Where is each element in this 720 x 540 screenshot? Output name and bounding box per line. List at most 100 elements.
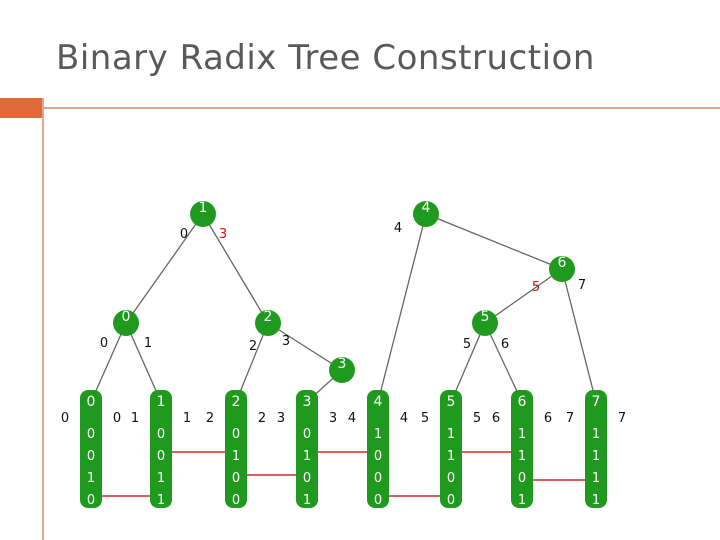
leaf-label: 0: [87, 394, 96, 410]
leaf-label: 2: [232, 394, 241, 410]
leaf-bit: 1: [87, 471, 95, 486]
leaf-bit: 1: [157, 493, 165, 508]
leaf-bit: 1: [232, 449, 240, 464]
leaf-bit: 0: [447, 471, 455, 486]
leaf-bit: 1: [592, 471, 600, 486]
leaf-bit: 1: [303, 493, 311, 508]
leaf-range-left: 1: [131, 411, 139, 426]
leaf-bit: 0: [374, 449, 382, 464]
leaf-node: [80, 390, 102, 508]
internal-node: [413, 201, 439, 227]
leaf-label: 4: [374, 394, 383, 410]
tree-edge: [561, 268, 597, 403]
tree-edge: [267, 322, 343, 371]
leaf-bit: 1: [592, 449, 600, 464]
node-range-left: 5: [463, 337, 471, 352]
leaf-bit: 0: [157, 427, 165, 442]
leaf-range-right: 5: [473, 411, 481, 426]
leaf-range-right: 3: [329, 411, 337, 426]
internal-node: [113, 310, 139, 336]
tree-edge: [235, 322, 269, 403]
internal-node-label: 3: [338, 356, 347, 372]
internal-node-label: 2: [264, 309, 273, 325]
leaf-bit: 1: [518, 449, 526, 464]
leaf-node: [440, 390, 462, 508]
leaf-node: [511, 390, 533, 508]
leaf-bit: 0: [232, 493, 240, 508]
internal-node-label: 4: [422, 200, 431, 216]
leaf-range-right: 6: [544, 411, 552, 426]
leaf-bit: 0: [303, 471, 311, 486]
internal-node: [329, 357, 355, 383]
left-rule: [42, 98, 44, 540]
leaf-bit: 0: [87, 427, 95, 442]
leaf-label: 1: [157, 394, 166, 410]
leaf-range-left: 7: [566, 411, 574, 426]
node-range-left: 0: [180, 227, 188, 242]
node-range-left: 2: [249, 339, 257, 354]
internal-node-label: 0: [122, 309, 131, 325]
internal-node: [549, 256, 575, 282]
leaf-node: [367, 390, 389, 508]
leaf-label: 5: [447, 394, 456, 410]
leaf-range-left: 4: [348, 411, 356, 426]
internal-node: [255, 310, 281, 336]
node-range-left: 0: [100, 336, 108, 351]
leaf-bit: 1: [518, 427, 526, 442]
leaf-bit: 0: [232, 427, 240, 442]
leaf-range-left: 6: [492, 411, 500, 426]
leaf-node: [150, 390, 172, 508]
tree-edge: [377, 213, 427, 403]
leaf-range-right: 0: [113, 411, 121, 426]
leaf-range-right: 7: [618, 411, 626, 426]
leaf-bit: 0: [374, 471, 382, 486]
node-range-right: 1: [144, 336, 152, 351]
tree-edge: [125, 322, 162, 403]
leaf-bit: 0: [87, 449, 95, 464]
leaf-bit: 1: [518, 493, 526, 508]
internal-node-label: 1: [199, 200, 208, 216]
leaf-bit: 1: [592, 493, 600, 508]
title-underline: [42, 107, 720, 109]
tree-edge: [90, 322, 127, 403]
leaf-range-right: 4: [400, 411, 408, 426]
tree-edge: [202, 213, 269, 324]
leaf-bit: 0: [303, 427, 311, 442]
accent-bar: [0, 98, 42, 118]
internal-node-label: 5: [481, 309, 490, 325]
leaf-bit: 0: [374, 493, 382, 508]
tree-edge: [484, 268, 563, 324]
node-range-right: 7: [578, 278, 586, 293]
leaf-bit: 1: [447, 427, 455, 442]
leaf-range-right: 1: [183, 411, 191, 426]
tree-edges: [90, 213, 597, 403]
leaf-bit: 1: [303, 449, 311, 464]
tree-edge: [484, 322, 523, 403]
internal-node: [472, 310, 498, 336]
leaf-bit: 1: [157, 471, 165, 486]
leaf-split-links: [102, 451, 585, 497]
leaf-bit: 1: [592, 427, 600, 442]
leaf-bit: 1: [447, 449, 455, 464]
leaf-label: 3: [303, 394, 312, 410]
leaf-bit: 0: [157, 449, 165, 464]
leaf-range-right: 2: [258, 411, 266, 426]
internal-node: [190, 201, 216, 227]
tree-edge: [125, 213, 204, 324]
leaf-label: 6: [518, 394, 527, 410]
node-range-right: 3: [219, 227, 227, 242]
leaf-bit: 0: [447, 493, 455, 508]
leaf-range-left: 2: [206, 411, 214, 426]
leaf-node: [225, 390, 247, 508]
node-range-left: 4: [394, 221, 402, 236]
leaf-bit: 1: [374, 427, 382, 442]
leaf-range-left: 0: [61, 411, 69, 426]
node-range-right: 6: [501, 337, 509, 352]
node-range-left: 5: [532, 280, 540, 295]
page-title: Binary Radix Tree Construction: [56, 38, 595, 78]
leaf-range-left: 3: [277, 411, 285, 426]
leaf-range-left: 5: [421, 411, 429, 426]
